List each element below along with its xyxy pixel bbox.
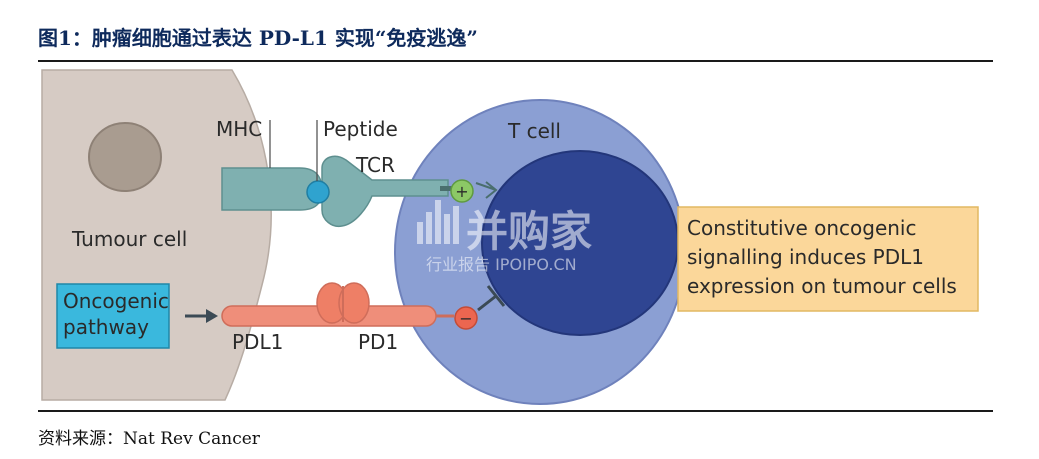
callout-box <box>677 206 979 312</box>
pdl1-label: PDL1 <box>232 330 283 354</box>
source-note: 资料来源：Nat Rev Cancer <box>38 429 260 449</box>
tumour-cell-label: Tumour cell <box>71 227 187 251</box>
watermark: 并购家 行业报告 IPOIPO.CN <box>417 200 592 274</box>
minus-sign: − <box>459 309 472 328</box>
activation-signal-icon <box>450 179 474 203</box>
figure-title: 图1：肿瘤细胞通过表达 PD-L1 实现“免疫逃逸” <box>38 26 478 50</box>
watermark-logo-text: 并购家 <box>466 207 592 256</box>
inhibition-tbar <box>477 285 506 312</box>
callout-line2: signalling induces PDL1 <box>687 245 924 269</box>
bottom-rule <box>38 410 993 412</box>
peptide-ball <box>306 180 330 204</box>
t-cell-label: T cell <box>507 119 561 143</box>
tcr-label: TCR <box>355 153 395 177</box>
oncogenic-pathway-line2: pathway <box>63 315 149 339</box>
callout-line3: expression on tumour cells <box>687 274 957 298</box>
oncogenic-pathway-box <box>56 283 170 349</box>
mhc-label: MHC <box>216 117 262 141</box>
callout-line1: Constitutive oncogenic <box>687 216 916 240</box>
inhibition-signal-icon <box>454 306 478 330</box>
pd1-label: PD1 <box>358 330 398 354</box>
peptide-label: Peptide <box>323 117 398 141</box>
tcr-molecule <box>321 155 449 228</box>
oncogenic-pathway-line1: Oncogenic <box>63 289 169 313</box>
watermark-bars-icon <box>417 200 459 244</box>
activation-arrow <box>475 181 498 199</box>
pathway-arrow-head <box>206 309 218 323</box>
watermark-subtext: 行业报告 IPOIPO.CN <box>426 255 577 274</box>
plus-sign: + <box>455 182 468 201</box>
top-rule <box>38 60 993 62</box>
pd1-head <box>338 282 370 324</box>
tumour-nucleus <box>88 122 162 192</box>
